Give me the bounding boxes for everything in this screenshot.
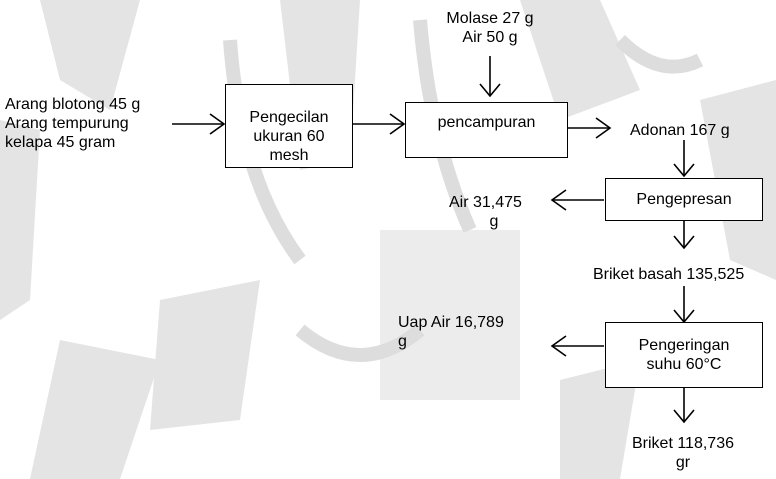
additives-label: Molase 27 g Air 50 g bbox=[438, 9, 542, 47]
air-out-label: Air 31,475 g bbox=[449, 193, 549, 231]
input-line-2: Arang tempurung bbox=[5, 114, 140, 133]
box-pencampuran-label: pencampuran bbox=[438, 113, 536, 132]
arrow-pengeringan-down bbox=[674, 388, 694, 422]
uap-air-line-1: Uap Air 16,789 bbox=[398, 313, 504, 332]
arrow-pencampuran-to-adonan bbox=[568, 118, 610, 138]
arrow-briket-basah-down bbox=[674, 286, 694, 322]
arrow-molase-down bbox=[480, 56, 500, 96]
arrow-adonan-down bbox=[674, 140, 694, 176]
air-in-label: Air 50 g bbox=[438, 28, 542, 47]
uap-air-label: Uap Air 16,789 g bbox=[398, 313, 504, 351]
input-materials-label: Arang blotong 45 g Arang tempurung kelap… bbox=[5, 95, 140, 152]
arrow-pengepresan-down bbox=[674, 220, 694, 248]
arrow-input-to-pengecilan bbox=[172, 114, 224, 134]
briket-line-1: Briket 118,736 bbox=[628, 434, 738, 453]
box-pengecilan: Pengecilan ukuran 60 mesh bbox=[225, 84, 353, 168]
box-pencampuran: pencampuran bbox=[405, 102, 568, 158]
briket-final-label: Briket 118,736 gr bbox=[628, 434, 738, 472]
air-out-line-2: g bbox=[449, 212, 539, 231]
molase-label: Molase 27 g bbox=[438, 9, 542, 28]
briket-basah-label: Briket basah 135,525 bbox=[593, 265, 744, 284]
briket-line-2: gr bbox=[628, 453, 738, 472]
uap-air-line-2: g bbox=[398, 332, 504, 351]
box-pengepresan-label: Pengepresan bbox=[636, 190, 731, 209]
arrow-to-uap-air bbox=[552, 336, 604, 356]
box-pengepresan: Pengepresan bbox=[605, 178, 763, 221]
box-pengeringan: Pengeringan suhu 60°C bbox=[605, 322, 763, 388]
input-line-1: Arang blotong 45 g bbox=[5, 95, 140, 114]
input-line-3: kelapa 45 gram bbox=[5, 133, 140, 152]
air-out-line-1: Air 31,475 bbox=[449, 193, 549, 212]
arrow-to-air-out bbox=[552, 190, 604, 210]
adonan-label: Adonan 167 g bbox=[630, 121, 730, 138]
arrow-pengecilan-to-pencampuran bbox=[353, 114, 404, 134]
box-pengecilan-label: Pengecilan ukuran 60 mesh bbox=[241, 108, 337, 165]
box-pengeringan-label: Pengeringan suhu 60°C bbox=[624, 336, 744, 374]
